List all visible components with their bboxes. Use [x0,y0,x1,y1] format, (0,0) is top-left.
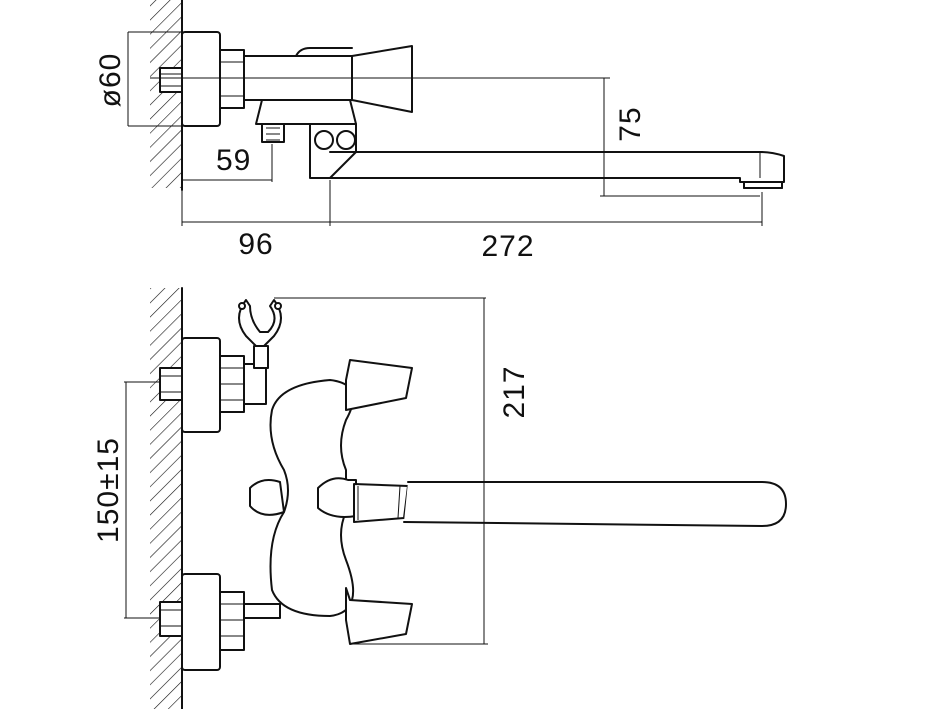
spout-top [329,151,785,183]
dimension-inlet-spacing-label: 150±15 [92,437,125,543]
top-view: ø60 59 75 96 272 [94,0,785,263]
mixer-body-front [243,379,357,619]
dimension-spout-reach-label: 272 [481,230,534,263]
dimension-diameter: ø60 [94,31,182,127]
mixer-body-top [243,45,413,179]
dimension-valve-offset: 59 [182,144,273,182]
dimension-total-height-label: 217 [498,365,531,418]
dimension-total-height: 217 [274,297,531,645]
dimension-valve-offset-label: 59 [216,144,251,177]
spout-front [403,481,787,527]
diverter-front [353,483,409,523]
dimension-height-offset-label: 75 [614,106,647,141]
front-view: 217 150±15 [92,287,787,709]
wall-hatch-front [150,288,182,709]
wall-hatch-top [150,0,182,188]
dimension-horizontal-top: 96 272 [181,180,763,263]
upper-handle [345,359,413,411]
dimension-wall-to-body-label: 96 [238,228,273,261]
dimension-inlet-spacing: 150±15 [92,381,160,619]
lower-handle [345,587,413,645]
dimension-height-offset: 75 [600,78,760,197]
lower-wall-fitting [159,573,245,671]
dimension-diameter-label: ø60 [94,53,127,108]
shower-holder [238,299,282,369]
upper-wall-fitting [159,337,267,433]
